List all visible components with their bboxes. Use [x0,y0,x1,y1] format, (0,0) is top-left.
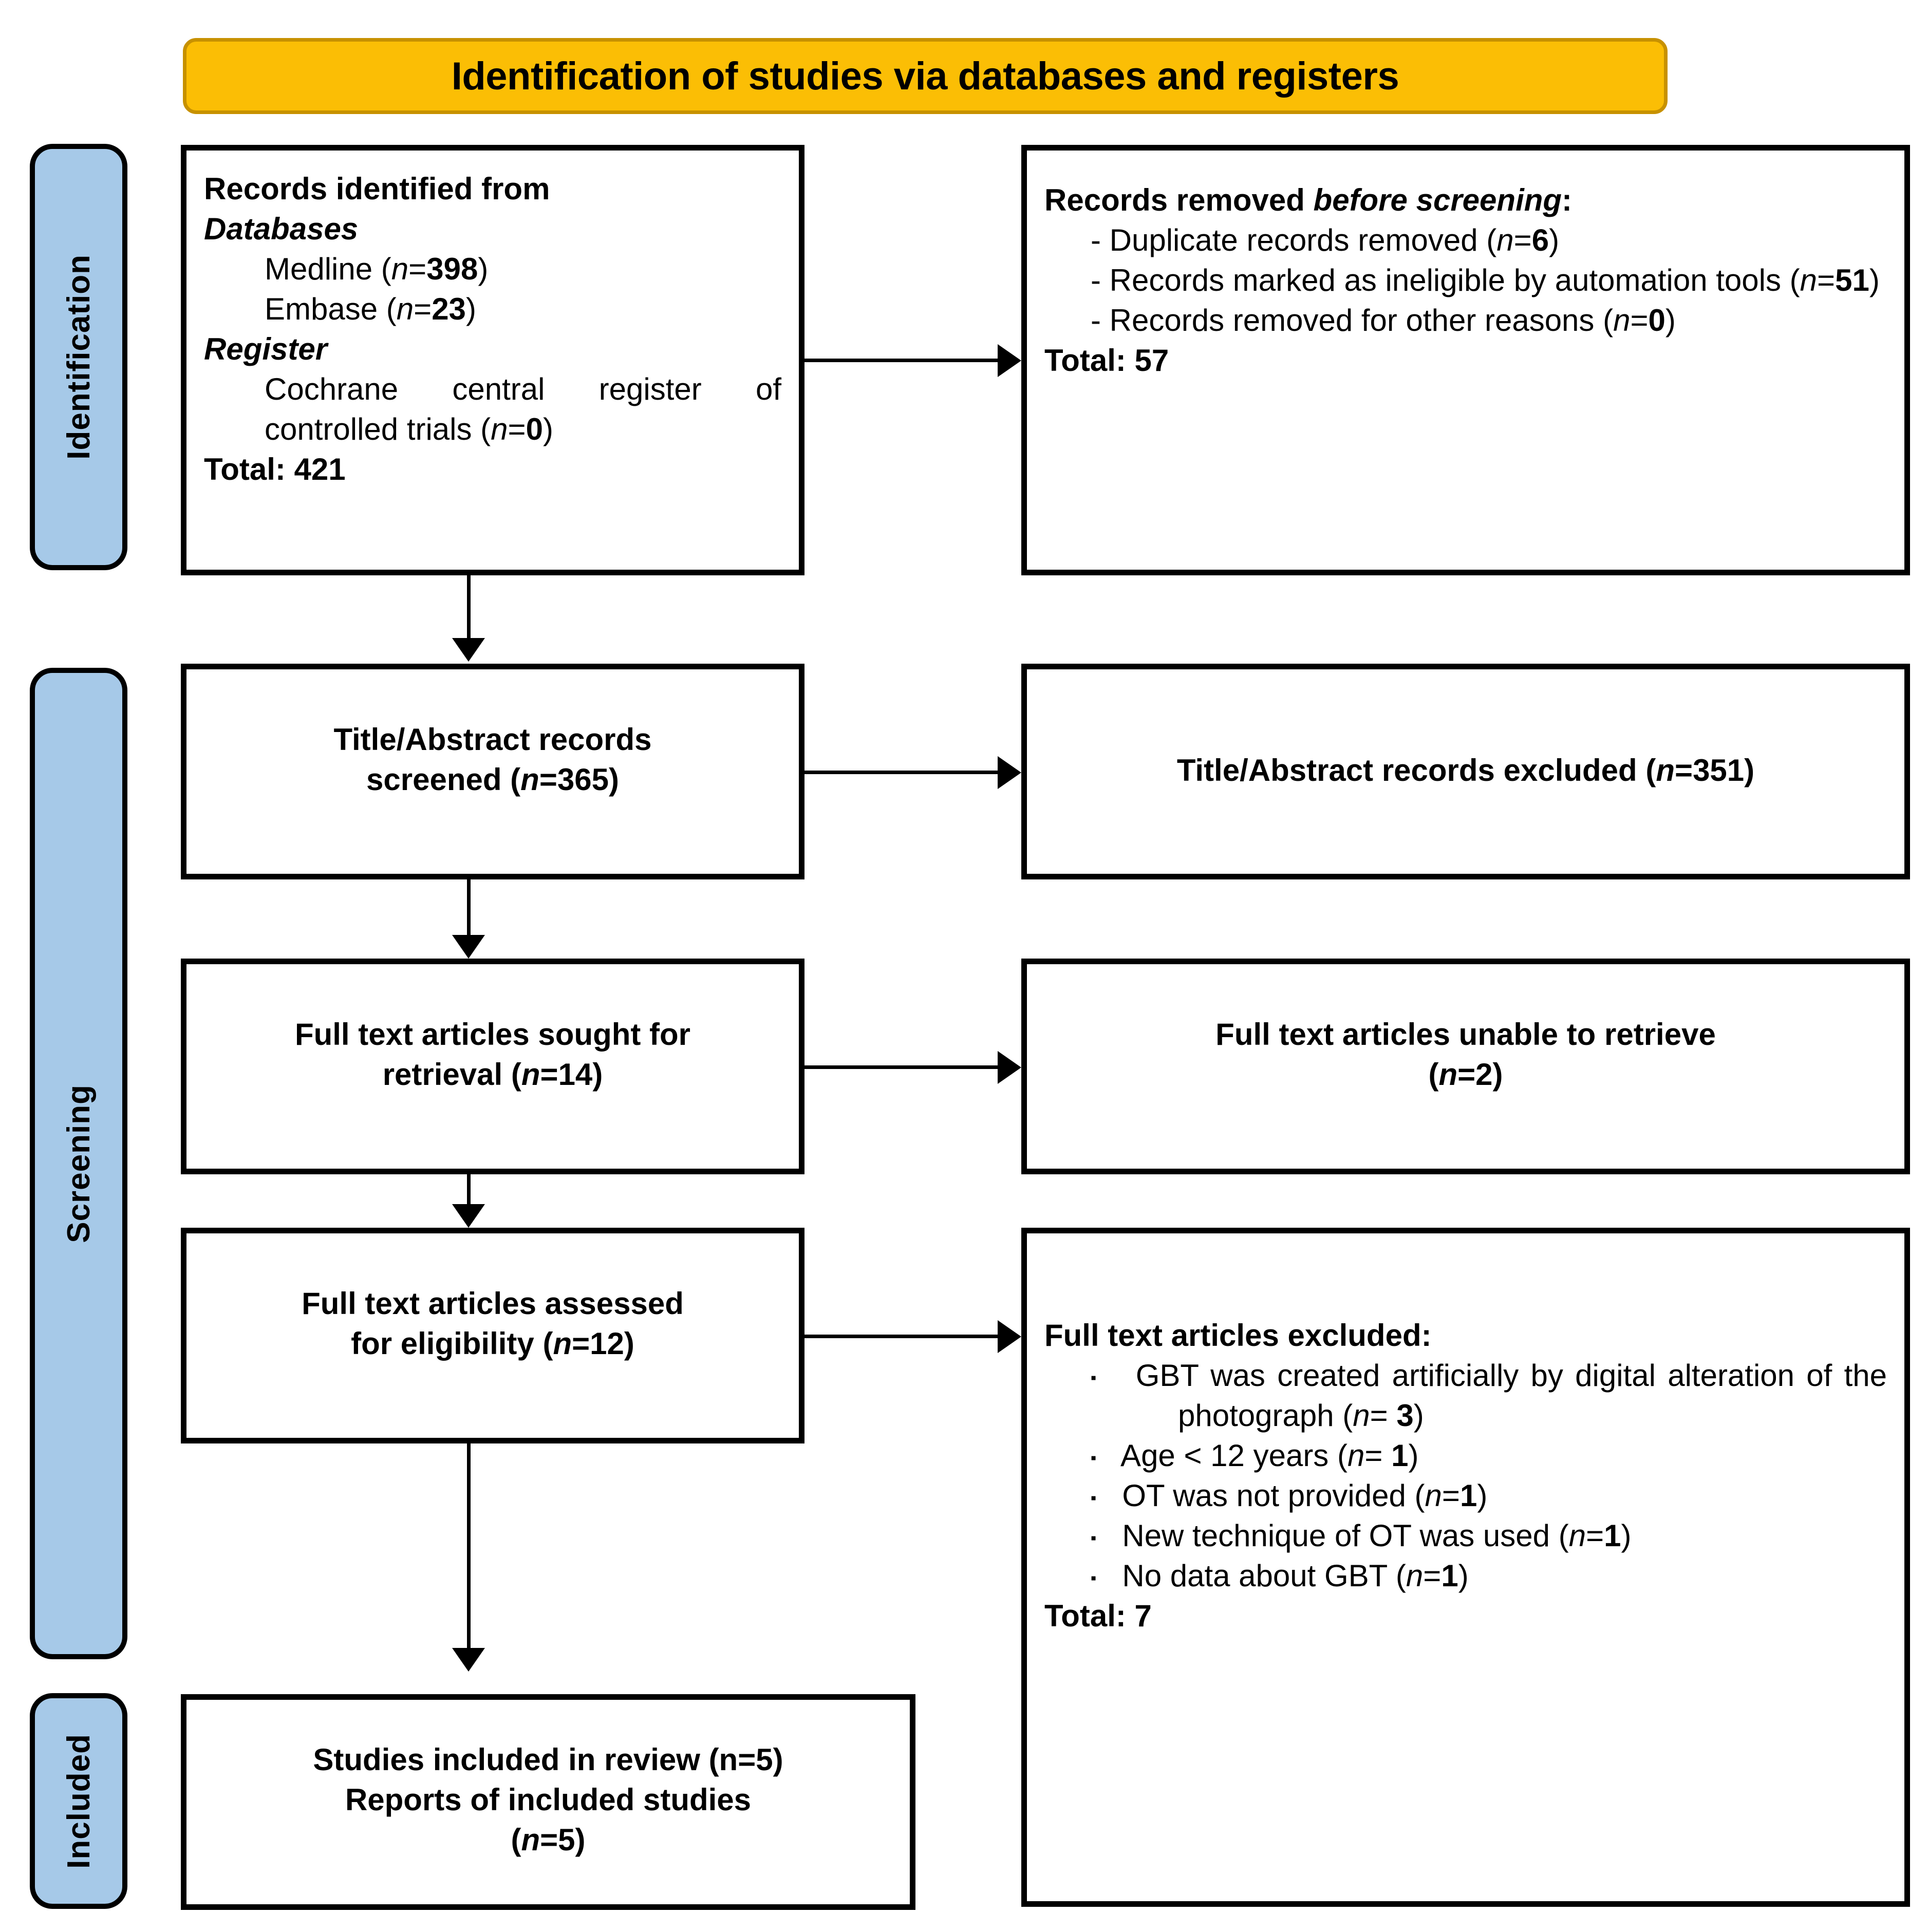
connector-sought-to-assessed [467,1174,471,1204]
arrowhead-screened-to-sought [452,935,485,959]
fulltext-excluded-item-age: ▪ Age < 12 years (n= 1) [1091,1438,1419,1473]
box-fulltext-sought: Full text articles sought for retrieval … [181,959,804,1174]
diagram-title-banner: Identification of studies via databases … [183,38,1668,114]
box-studies-included: Studies included in review (n=5) Reports… [181,1694,915,1910]
fulltext-unable-line2: (n=2) [1428,1057,1503,1092]
arrowhead-identified-to-screened [452,638,485,662]
stage-label-identification: Identification [30,144,127,570]
arrowhead-assessed-to-included [452,1648,485,1672]
records-removed-item-ineligible: - Records marked as ineligible by automa… [1091,263,1880,297]
stage-label-included: Included [30,1693,127,1909]
records-identified-medline: Medline (n=398) [265,252,489,286]
fulltext-assessed-line1: Full text articles assessed [302,1286,684,1321]
connector-assessed-to-included [467,1443,471,1649]
arrowhead-sought-to-unable [998,1051,1021,1084]
fulltext-excluded-item-no-data: ▪ No data about GBT (n=1) [1091,1559,1469,1593]
stage-label-identification-text: Identification [61,254,97,460]
records-removed-item-duplicates: - Duplicate records removed (n=6) [1091,223,1560,257]
fulltext-excluded-item-new-technique: ▪ New technique of OT was used (n=1) [1091,1518,1632,1553]
fulltext-excluded-heading: Full text articles excluded: [1044,1318,1432,1353]
box-fulltext-excluded: Full text articles excluded: ▪ GBT was c… [1021,1228,1910,1907]
fulltext-unable-line1: Full text articles unable to retrieve [1215,1017,1716,1052]
arrowhead-identified-to-removed [998,344,1021,377]
title-abstract-screened-line2: screened (n=365) [366,762,619,797]
fulltext-assessed-line2: for eligibility (n=12) [351,1326,634,1361]
title-abstract-screened-line1: Title/Abstract records [333,722,652,757]
box-title-abstract-screened: Title/Abstract records screened (n=365) [181,664,804,879]
diagram-title-text: Identification of studies via databases … [451,54,1399,98]
studies-included-line1: Studies included in review (n=5) [313,1742,783,1777]
records-identified-heading: Records identified from [204,172,550,206]
connector-identified-to-removed [804,359,998,362]
fulltext-excluded-total: Total: 7 [1044,1599,1152,1633]
connector-identified-to-screened [467,575,471,639]
records-identified-register-label: Register [204,332,328,366]
studies-included-line2: Reports of included studies [345,1783,752,1817]
records-identified-cochrane: Cochrane central register of controlled … [265,372,781,446]
arrowhead-screened-to-excluded [998,756,1021,789]
connector-assessed-to-fulltext-excluded [804,1335,998,1338]
records-removed-total: Total: 57 [1044,343,1169,378]
fulltext-sought-line1: Full text articles sought for [294,1017,691,1052]
records-identified-total: Total: 421 [204,452,346,486]
stage-label-screening: Screening [30,668,127,1659]
fulltext-excluded-item-ot-not-provided: ▪ OT was not provided (n=1) [1091,1478,1488,1513]
studies-included-line3: (n=5) [511,1823,586,1857]
fulltext-excluded-item-gbt-artificial: ▪ GBT was created artificially by digita… [1091,1358,1887,1433]
title-abstract-excluded-text: Title/Abstract records excluded (n=351) [1176,753,1755,787]
stage-label-screening-text: Screening [61,1084,97,1243]
connector-sought-to-unable [804,1065,998,1069]
arrowhead-assessed-to-fulltext-excluded [998,1320,1021,1353]
records-removed-heading: Records removed before screening: [1044,183,1573,217]
arrowhead-sought-to-assessed [452,1204,485,1228]
box-records-identified: Records identified from Databases Medlin… [181,145,804,575]
box-title-abstract-excluded: Title/Abstract records excluded (n=351) [1021,664,1910,879]
records-removed-item-other: - Records removed for other reasons (n=0… [1091,303,1676,337]
fulltext-sought-line2: retrieval (n=14) [382,1057,603,1092]
box-records-removed: Records removed before screening: - Dupl… [1021,145,1910,575]
stage-label-included-text: Included [61,1733,97,1869]
records-identified-embase: Embase (n=23) [265,292,476,326]
records-identified-databases-label: Databases [204,212,359,246]
connector-screened-to-excluded [804,771,998,774]
box-fulltext-unable-retrieve: Full text articles unable to retrieve (n… [1021,959,1910,1174]
box-fulltext-assessed: Full text articles assessed for eligibil… [181,1228,804,1443]
connector-screened-to-sought [467,879,471,936]
